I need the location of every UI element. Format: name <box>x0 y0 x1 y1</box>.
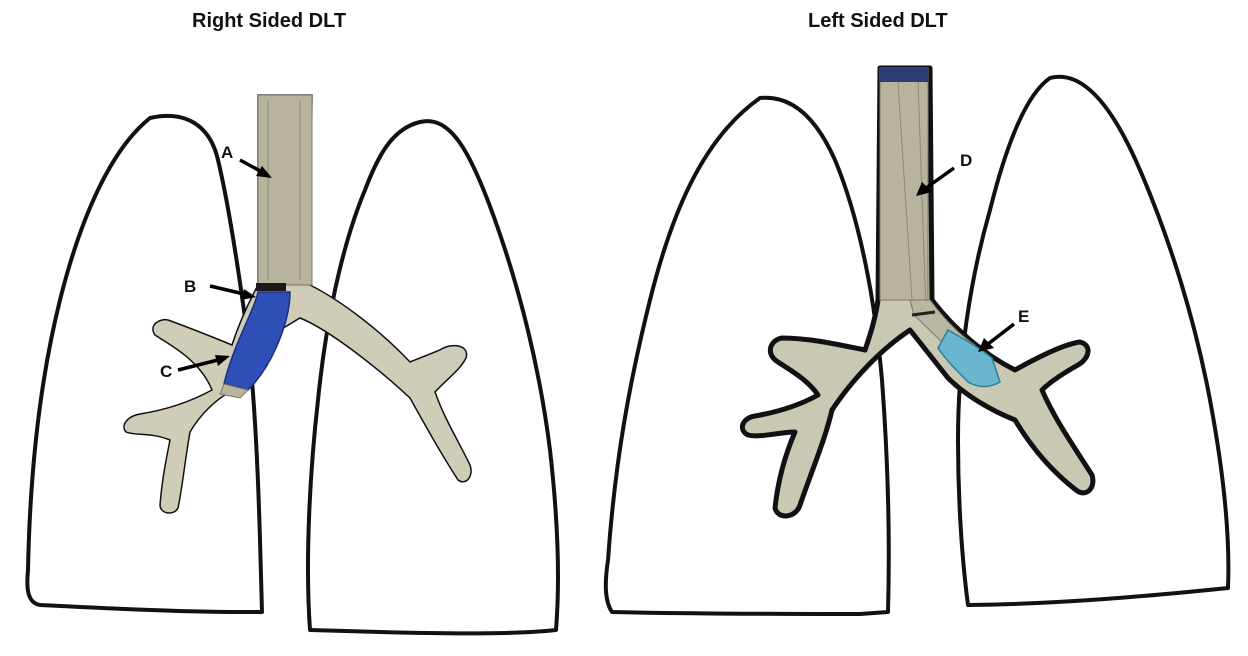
right-dlt-marker-band <box>256 283 286 291</box>
right-dlt-bronchial-tip <box>219 383 249 399</box>
arrow-d: D <box>916 151 972 196</box>
left-dlt-depth-mark <box>911 310 936 317</box>
arrow-e: E <box>978 307 1029 352</box>
left-panel-title: Left Sided DLT <box>808 10 948 32</box>
arrow-a: A <box>221 143 272 178</box>
marker-label-e: E <box>1018 307 1029 326</box>
right-panel-right-lung <box>25 113 264 614</box>
arrow-b: B <box>184 277 256 300</box>
right-sided-dlt-panel: A B C <box>25 94 560 636</box>
right-panel-title: Right Sided DLT <box>192 10 347 32</box>
left-dlt-tube-top <box>880 68 928 82</box>
left-panel-left-lung <box>956 74 1231 607</box>
right-panel-airway <box>123 94 472 514</box>
left-dlt-tracheal-tube <box>879 67 929 301</box>
left-panel-right-lung <box>603 95 891 616</box>
marker-label-a: A <box>221 143 233 162</box>
left-dlt-bronchial-cuff <box>937 328 1001 388</box>
left-sided-dlt-panel: D E <box>603 65 1231 616</box>
marker-label-b: B <box>184 277 196 296</box>
marker-label-c: C <box>160 362 172 381</box>
arrow-c: C <box>160 355 230 381</box>
marker-label-d: D <box>960 151 972 170</box>
right-dlt-tracheal-tube <box>257 94 313 286</box>
